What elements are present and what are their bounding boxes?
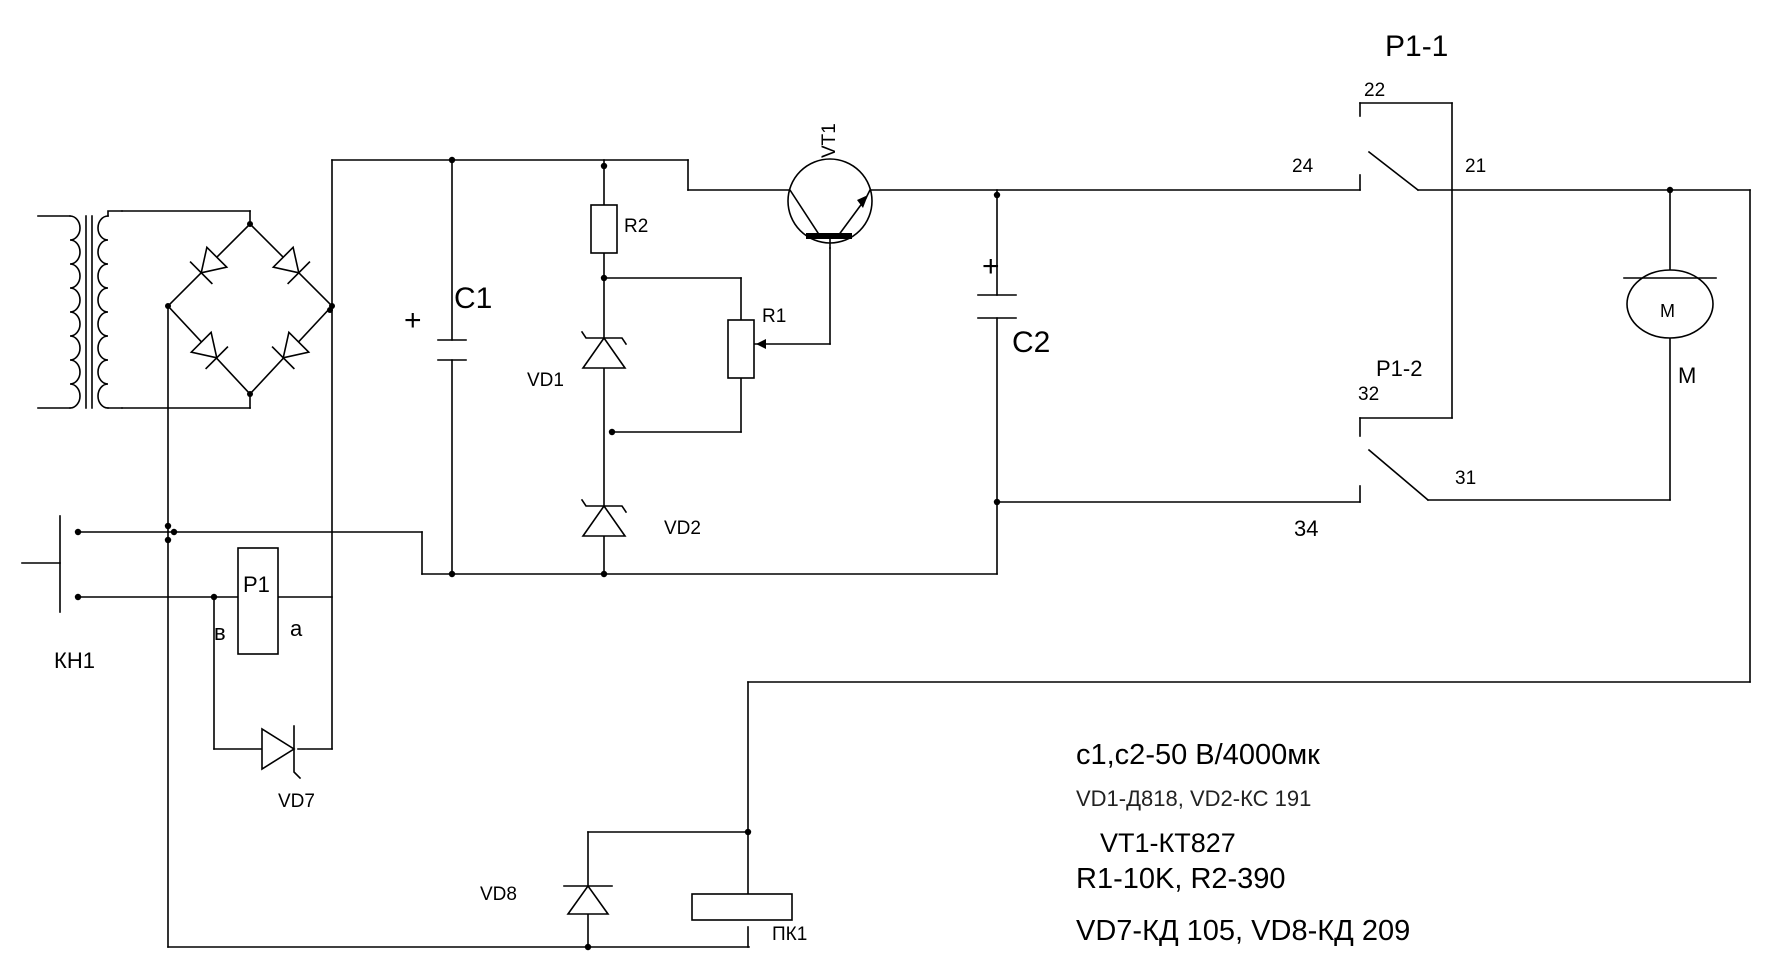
transistor-vt1 bbox=[787, 158, 873, 249]
vd1-label: VD1 bbox=[527, 370, 564, 391]
p1-terminal-a-label: а bbox=[290, 616, 303, 641]
r2-label: R2 bbox=[624, 216, 648, 237]
wires bbox=[74, 102, 1751, 951]
r1-label: R1 bbox=[762, 306, 786, 327]
diode-vd8 bbox=[563, 884, 613, 915]
transformer bbox=[37, 210, 123, 409]
coil-pk1 bbox=[691, 893, 793, 921]
relay-coil-p1 bbox=[237, 547, 279, 655]
pk1-label: ПК1 bbox=[772, 924, 807, 945]
vd8-label: VD8 bbox=[480, 884, 517, 905]
kn1-label: КН1 bbox=[54, 648, 95, 673]
p1-1-label: P1-1 bbox=[1385, 30, 1448, 63]
pin-32-label: 32 bbox=[1358, 384, 1379, 405]
motor-m bbox=[1623, 269, 1717, 339]
note-capacitors: с1,с2-50 В/4000мк bbox=[1076, 739, 1320, 771]
note-transistor: VT1-КТ827 bbox=[1100, 828, 1236, 858]
vd2-label: VD2 bbox=[664, 518, 701, 539]
zener-vd2 bbox=[580, 498, 628, 537]
pin-21-label: 21 bbox=[1465, 156, 1486, 177]
capacitor-c1 bbox=[437, 339, 467, 361]
pin-22-label: 22 bbox=[1364, 80, 1385, 101]
resistor-r2 bbox=[590, 204, 618, 254]
note-zeners: VD1-Д818, VD2-КС 191 bbox=[1076, 786, 1311, 811]
pin-24-label: 24 bbox=[1292, 156, 1314, 177]
vt1-label: VT1 bbox=[819, 123, 840, 158]
vd7-label: VD7 bbox=[278, 791, 315, 812]
pin-34-label: 34 bbox=[1294, 516, 1318, 541]
motor-inner-label: M bbox=[1660, 301, 1675, 321]
pin-31-label: 31 bbox=[1455, 468, 1476, 489]
c2-label: C2 bbox=[1012, 326, 1050, 359]
capacitor-c2 bbox=[977, 294, 1017, 319]
note-resistors: R1-10K, R2-390 bbox=[1076, 863, 1286, 895]
push-button-kn1 bbox=[21, 515, 61, 613]
p1-label: P1 bbox=[243, 572, 270, 597]
zener-vd1 bbox=[580, 330, 628, 369]
potentiometer-r1 bbox=[727, 319, 766, 379]
c1-label: C1 bbox=[454, 282, 492, 315]
note-diodes: VD7-КД 105, VD8-КД 209 bbox=[1076, 915, 1410, 947]
p1-2-label: P1-2 bbox=[1376, 356, 1422, 381]
c2-plus-label: + bbox=[982, 250, 1000, 283]
motor-label: M bbox=[1678, 363, 1696, 388]
c1-plus-label: + bbox=[404, 304, 422, 337]
diode-bridge bbox=[121, 210, 335, 409]
p1-terminal-b-label: в bbox=[214, 620, 226, 645]
diode-vd7 bbox=[261, 725, 302, 780]
